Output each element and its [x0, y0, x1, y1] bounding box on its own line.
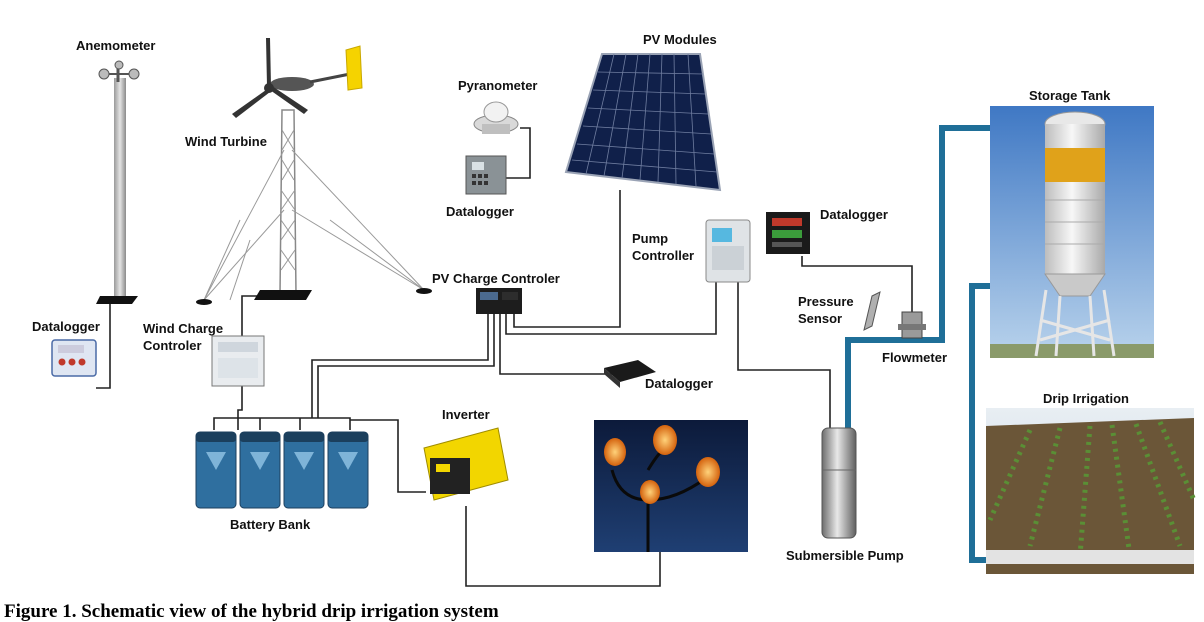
- drip-irrigation-label: Drip Irrigation: [1043, 391, 1129, 406]
- drip-irrigation-image: [986, 408, 1197, 574]
- storage-tank-image: [990, 106, 1154, 358]
- datalogger-pv-device: [604, 360, 656, 388]
- pump-controller-device: [705, 219, 751, 283]
- pump-controller-label-1: Pump: [632, 231, 668, 246]
- battery-cell: [327, 431, 369, 509]
- wind-turbine-label: Wind Turbine: [185, 134, 267, 149]
- inverter-label: Inverter: [442, 407, 490, 422]
- pyranometer-device: [473, 101, 519, 134]
- electrical-wiring: [96, 127, 913, 587]
- flowmeter-device: [898, 311, 926, 339]
- datalogger-pump-device: [766, 212, 810, 254]
- pv-modules-label: PV Modules: [643, 32, 717, 47]
- battery-cell: [195, 431, 237, 509]
- storage-tank-label: Storage Tank: [1029, 88, 1111, 103]
- datalogger-pyranometer-device: [465, 155, 507, 195]
- datalogger-pv-label: Datalogger: [645, 376, 713, 391]
- anemometer: [96, 60, 140, 304]
- battery-cell: [239, 431, 281, 509]
- battery-bank-label: Battery Bank: [230, 517, 311, 532]
- figure-caption: Figure 1. Schematic view of the hybrid d…: [4, 601, 499, 622]
- datalogger-wind-label: Datalogger: [32, 319, 100, 334]
- datalogger-pump-label: Datalogger: [820, 207, 888, 222]
- datalogger-wind-device: [51, 339, 97, 377]
- datalogger-pyranometer-label: Datalogger: [446, 204, 514, 219]
- wind-turbine: [196, 38, 432, 305]
- battery-cell: [283, 431, 325, 509]
- pressure-sensor-label-2: Sensor: [798, 311, 842, 326]
- inverter-device: [423, 427, 509, 501]
- pv-charge-controller-device: [476, 288, 522, 314]
- anemometer-label: Anemometer: [76, 38, 155, 53]
- pump-controller-label-2: Controller: [632, 248, 694, 263]
- battery-bank: [195, 431, 369, 509]
- pressure-sensor-label-1: Pressure: [798, 294, 854, 309]
- submersible-pump-device: [821, 427, 857, 539]
- pyranometer-label: Pyranometer: [458, 78, 537, 93]
- wind-charge-controller-device: [211, 335, 265, 387]
- flowmeter-label: Flowmeter: [882, 350, 947, 365]
- street-lamp-image: [594, 420, 748, 552]
- wind-charge-controller-label-2: Controler: [143, 338, 202, 353]
- pv-modules-device: [564, 53, 722, 192]
- pv-charge-controller-label: PV Charge Controler: [432, 271, 560, 286]
- submersible-pump-label: Submersible Pump: [786, 548, 904, 563]
- pressure-sensor-device: [863, 291, 881, 331]
- wind-charge-controller-label-1: Wind Charge: [143, 321, 223, 336]
